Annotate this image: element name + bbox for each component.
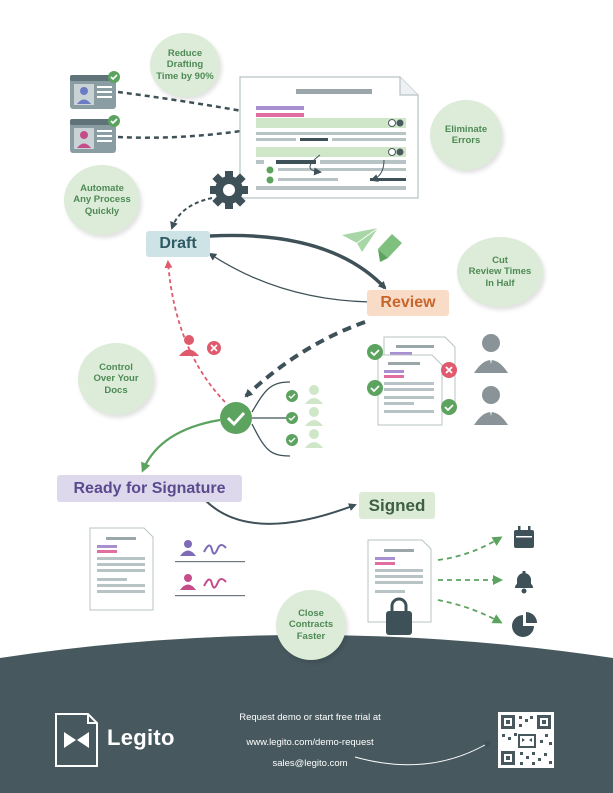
stage-review: Review [367, 290, 449, 316]
cta-text: Request demo or start free trial at [239, 712, 381, 723]
approver-list-icon [286, 385, 323, 448]
stage-label: Ready for Signature [73, 479, 226, 497]
benefit-sticker-automate-process: Automate Any Process Quickly [64, 165, 140, 235]
benefit-sticker-control-docs: Control Over Your Docs [78, 343, 154, 415]
contract-document-illustration [239, 76, 419, 199]
legito-logo-icon [55, 713, 98, 767]
reviewer-avatar-icon [474, 386, 508, 425]
stage-label: Review [380, 294, 436, 311]
pie-chart-icon [512, 612, 537, 637]
demo-link[interactable]: www.legito.com/demo-request [246, 737, 374, 748]
qr-code [498, 712, 554, 768]
review-documents-illustration [367, 336, 457, 426]
sticker-text: Control Over Your Docs [93, 361, 139, 396]
send-icon [342, 227, 379, 252]
calendar-icon [514, 526, 534, 548]
sales-email-link[interactable]: sales@legito.com [272, 758, 348, 769]
sticker-text: Automate Any Process Quickly [73, 182, 131, 217]
signer-avatar-icon [175, 540, 245, 563]
highlighter-icon [378, 234, 402, 262]
benefit-sticker-reduce-drafting: Reduce Drafting Time by 90% [150, 33, 220, 97]
benefit-sticker-close-contracts: Close Contracts Faster [276, 590, 346, 660]
bell-icon [515, 571, 533, 594]
footer-background [0, 635, 613, 793]
reviewer-avatar-icon [474, 334, 508, 373]
signer-avatar-icon [175, 574, 245, 597]
lock-icon [386, 597, 412, 635]
signature-document-illustration [89, 527, 154, 611]
template-card-icon [70, 115, 120, 153]
stage-label: Signed [368, 495, 426, 515]
rejected-user-icon [179, 335, 221, 356]
benefit-sticker-eliminate-errors: Eliminate Errors [430, 100, 502, 170]
sticker-text: Reduce Drafting Time by 90% [156, 47, 214, 82]
approval-check-icon [220, 402, 252, 434]
benefit-sticker-cut-review: Cut Review Times In Half [457, 237, 543, 307]
template-card-icon [70, 71, 120, 109]
sticker-text: Cut Review Times In Half [468, 254, 532, 289]
stage-ready-for-signature: Ready for Signature [57, 475, 242, 502]
sticker-text: Close Contracts Faster [288, 607, 334, 642]
brand-name: Legito [107, 725, 175, 750]
stage-label: Draft [159, 235, 197, 252]
stage-draft: Draft [146, 231, 210, 257]
sticker-text: Eliminate Errors [444, 123, 488, 147]
gear-icon [210, 171, 248, 209]
signed-document-illustration [367, 539, 432, 623]
stage-signed: Signed [359, 492, 435, 519]
